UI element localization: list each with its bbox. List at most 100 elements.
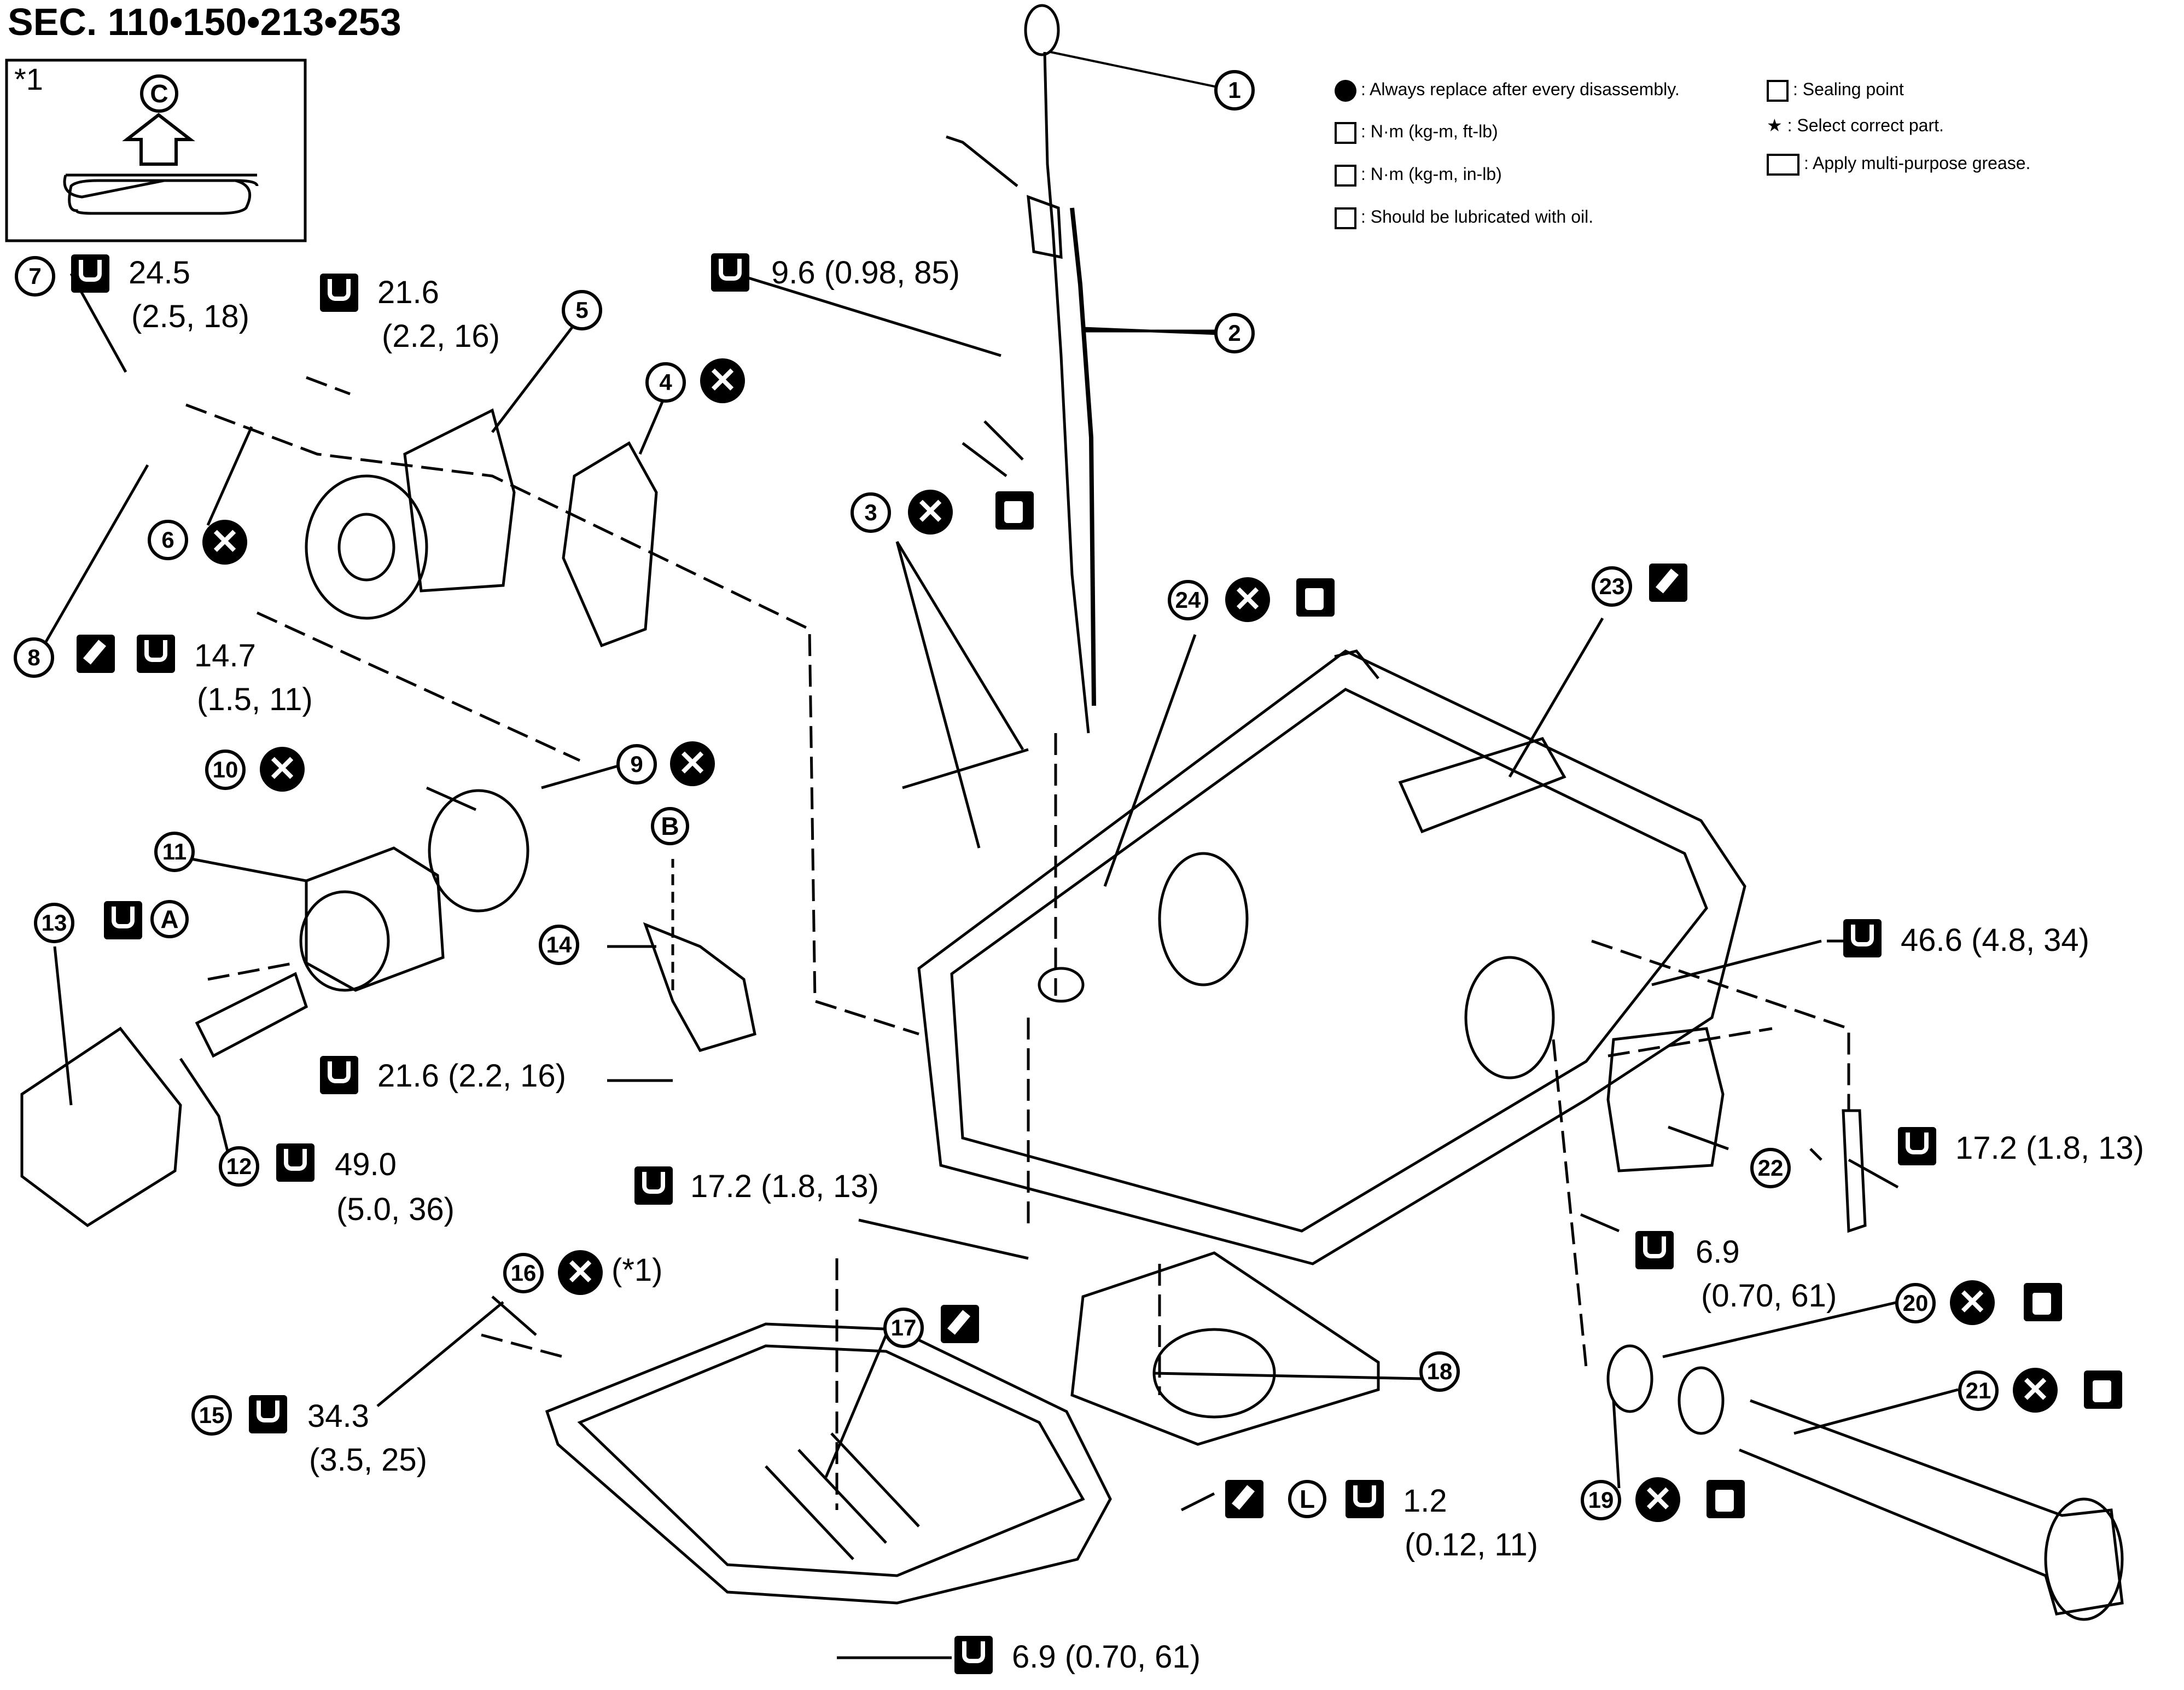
torque-17-right: 17.2 (1.8, 13) [1955,1130,2144,1166]
inset-letter-C: C [140,74,178,113]
replace-icon [1335,79,1356,102]
callout-5: 5 [562,290,602,330]
torque-8-value: 14.7 [194,638,256,673]
replace-icon: ✕ [202,520,247,565]
grease-icon [1767,153,1799,176]
section-title: SEC. 110•150•213•253 [8,1,401,43]
torque-icon [320,1056,358,1094]
torque-icon [276,1143,315,1182]
torque-icon [249,1395,287,1433]
torque-5-units: (2.2, 16) [382,318,500,354]
torque-46: 46.6 (4.8, 34) [1901,922,2089,958]
sealing-icon [77,635,115,673]
torque-icon [104,901,142,939]
gasket-4 [562,441,658,648]
replace-icon: ✕ [670,741,715,786]
replace-icon: ✕ [908,490,953,535]
letter-L: L [1288,1480,1326,1518]
callout-8: 8 [14,637,54,678]
torque-inlb-icon [1635,1231,1674,1269]
callout-4: 4 [645,362,686,403]
callout-16: 16 [503,1253,544,1293]
legend-sealing: : Sealing point [1767,79,1904,102]
torque-inlb-icon [1335,164,1356,187]
oil-icon [2024,1283,2062,1321]
callout-22: 22 [1750,1148,1791,1188]
torque-2: 9.6 (0.98, 85) [771,255,960,291]
replace-icon: ✕ [260,747,305,792]
oil-icon [2084,1370,2122,1409]
replace-icon: ✕ [1635,1477,1680,1522]
filter-bracket [403,408,516,593]
callout-21: 21 [1958,1370,1999,1411]
replace-icon: ✕ [700,358,745,403]
callout-1: 1 [1214,70,1255,111]
oil-icon [1296,578,1335,617]
replace-icon: ✕ [1950,1280,1995,1325]
torque-icon [137,635,175,673]
callout-17: 17 [883,1308,924,1348]
rear-cover [1606,1027,1725,1172]
callout-10: 10 [205,750,246,790]
replace-icon: ✕ [2013,1368,2058,1413]
inset-box [5,59,307,242]
torque-bottom: 6.9 (0.70, 61) [1012,1639,1201,1675]
strainer [643,922,756,1052]
callout-11: 11 [154,832,195,872]
torque-14: 21.6 (2.2, 16) [377,1058,566,1094]
callout-3: 3 [851,492,891,533]
oil-filter [20,1026,182,1228]
torque-7-units: (2.5, 18) [131,299,249,334]
oil-icon [1335,207,1356,229]
legend-grease: : Apply multi-purpose grease. [1767,153,2030,176]
note-16: (*1) [611,1252,663,1288]
callout-23: 23 [1592,566,1632,607]
oil-icon [1707,1480,1745,1518]
legend-replace: : Always replace after every disassembly… [1335,79,1680,102]
oil-icon [995,491,1034,530]
torque-inlb-icon [954,1636,993,1674]
torque-icon [1843,919,1882,957]
torque-22-units: (0.70, 61) [1701,1278,1837,1314]
torque-15-value: 34.3 [307,1398,369,1434]
callout-19: 19 [1581,1480,1621,1520]
o-ring-10 [428,789,529,913]
legend-select: ★ : Select correct part. [1767,115,1944,135]
callout-20: 20 [1895,1283,1936,1323]
torque-12-value: 49.0 [335,1147,397,1182]
torque-5-value: 21.6 [377,275,439,310]
sealing-icon [941,1305,979,1343]
callout-2: 2 [1214,313,1255,353]
callout-13: 13 [34,903,74,943]
lower-oil-pan [545,1322,1112,1605]
callout-6: 6 [148,520,188,560]
upper-oil-pan [917,649,1746,1265]
torque-icon [1335,121,1356,144]
sealing-icon [1225,1480,1263,1518]
gasket-18 [1070,1251,1380,1446]
torque-18-value: 1.2 [1403,1483,1447,1519]
inset-note: *1 [14,62,43,96]
legend-nm-ftlb: : N·m (kg-m, ft-lb) [1335,121,1498,144]
letter-A: A [150,900,189,938]
callout-15: 15 [191,1395,232,1436]
callout-9: 9 [616,744,657,785]
torque-18-units: (0.12, 11) [1405,1527,1538,1563]
star-icon: ★ [1767,115,1783,135]
callout-14: 14 [539,925,579,965]
callout-18: 18 [1419,1351,1460,1392]
replace-icon: ✕ [558,1250,603,1295]
dipstick-handle [1024,4,1060,56]
torque-icon [320,274,358,312]
torque-7-value: 24.5 [129,255,190,291]
legend-oil: : Should be lubricated with oil. [1335,207,1593,229]
torque-8-units: (1.5, 11) [197,682,313,717]
sealing-icon [1649,564,1687,602]
torque-12-units: (5.0, 36) [336,1192,455,1227]
callout-7: 7 [15,256,55,297]
torque-icon [1898,1127,1936,1165]
letter-B: B [651,807,689,845]
torque-inlb-icon [711,253,749,292]
callout-24: 24 [1168,580,1208,620]
